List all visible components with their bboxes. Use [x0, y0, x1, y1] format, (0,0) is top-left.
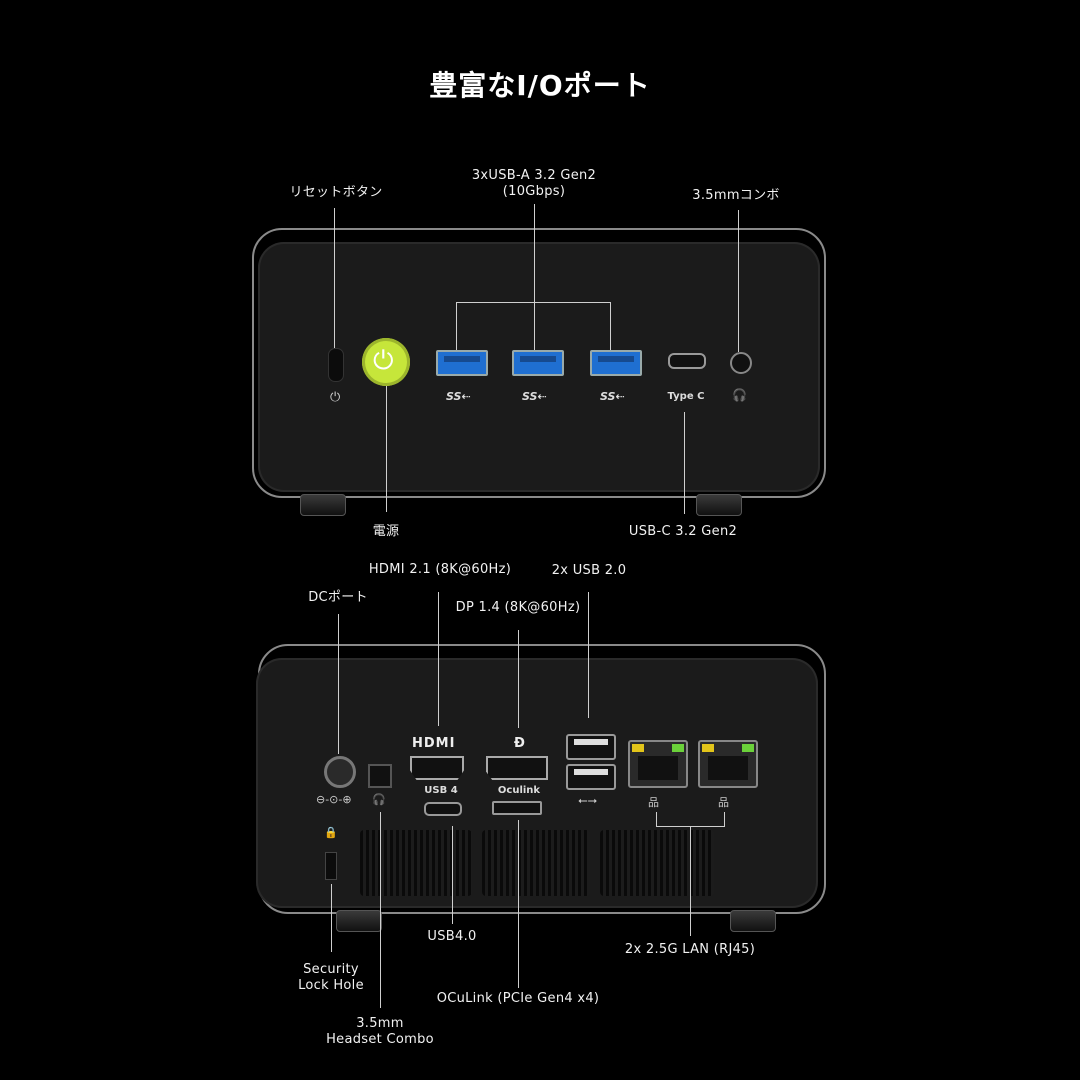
headset-label: 3.5mm Headset Combo: [320, 1016, 440, 1048]
dp-leader: [518, 630, 519, 728]
headset-icon: 🎧: [732, 388, 747, 402]
usb4-label: USB4.0: [427, 929, 477, 944]
ss-logo-3: SS⇠: [600, 390, 625, 403]
dp-label: DP 1.4 (8K@60Hz): [455, 600, 581, 615]
hdmi-port: [410, 756, 464, 780]
usb-a-port-2: [512, 350, 564, 376]
dc-port: [324, 756, 356, 788]
lan-bracket-left: [656, 812, 657, 826]
reset-leader: [334, 208, 335, 348]
ss-logo-2: SS⇠: [522, 390, 547, 403]
usb2-leader: [588, 592, 589, 718]
usbc-leader: [684, 412, 685, 514]
usba-label-line1: 3xUSB-A 3.2 Gen2: [471, 168, 597, 183]
vent-right: [600, 830, 714, 896]
oculink-leader: [518, 820, 519, 988]
audio-leader: [738, 210, 739, 352]
oculink-label: OCuLink (PCIe Gen4 x4): [436, 991, 600, 1006]
dc-leader: [338, 614, 339, 754]
top-foot-left: [300, 494, 346, 516]
dc-label: DCポート: [308, 590, 368, 605]
headset-label-line2: Headset Combo: [326, 1032, 434, 1047]
bottom-foot-right: [730, 910, 776, 932]
lan-leader: [690, 826, 691, 936]
headset-label-line1: 3.5mm: [356, 1016, 404, 1031]
dc-polarity-icon: ⊖-⊙-⊕: [316, 793, 352, 806]
headset-leader: [380, 812, 381, 1008]
dp-port: [486, 756, 548, 780]
reset-label: リセットボタン: [289, 185, 383, 200]
oculink-port: [492, 801, 542, 815]
security-leader: [331, 884, 332, 952]
vent-middle: [482, 830, 590, 896]
audio-label: 3.5mmコンボ: [692, 188, 780, 203]
usb-trident-icon: ⭠⭢: [578, 793, 598, 807]
usb4-mark: USB 4: [424, 785, 458, 796]
usbc-label: USB-C 3.2 Gen2: [628, 524, 738, 539]
lan-port-1: [628, 740, 688, 788]
usba-bracket-top: [456, 302, 611, 303]
usba-leader: [534, 204, 535, 350]
reset-button[interactable]: [328, 348, 344, 382]
lock-icon: 🔒: [324, 826, 338, 839]
usb2-port-1: [566, 734, 616, 760]
power-label: 電源: [372, 524, 400, 539]
network-icon-1: 品: [648, 796, 659, 809]
page-title: 豊富なI/Oポート: [429, 69, 651, 102]
lan-port-2: [698, 740, 758, 788]
lan-bracket-right: [724, 812, 725, 826]
usba-label: 3xUSB-A 3.2 Gen2 (10Gbps): [454, 168, 614, 200]
usb2-label: 2x USB 2.0: [551, 563, 627, 578]
usb4-leader: [452, 826, 453, 924]
hdmi-label: HDMI 2.1 (8K@60Hz): [368, 562, 512, 577]
network-icon-2: 品: [718, 796, 729, 809]
usb2-port-2: [566, 764, 616, 790]
usb-a-port-3: [590, 350, 642, 376]
reset-power-icon: ⏻: [330, 390, 341, 405]
power-leader: [386, 386, 387, 512]
top-foot-right: [696, 494, 742, 516]
type-c-mark: Type C: [667, 391, 705, 402]
security-label: Security Lock Hole: [286, 962, 376, 994]
bottom-foot-left: [336, 910, 382, 932]
ss-logo-1: SS⇠: [446, 390, 471, 403]
power-button[interactable]: ⏻: [362, 338, 410, 386]
top-device-rim: [252, 228, 826, 498]
security-label-line1: Security: [303, 962, 359, 977]
oculink-mark: Oculink: [497, 785, 541, 796]
security-label-line2: Lock Hole: [298, 978, 364, 993]
hdmi-leader: [438, 592, 439, 726]
vent-left: [360, 830, 472, 896]
power-icon: ⏻: [373, 346, 394, 376]
usb4-port: [424, 802, 462, 816]
usb-c-port: [668, 353, 706, 369]
security-lock-hole: [325, 852, 337, 880]
hdmi-logo: HDMI: [412, 736, 456, 751]
lan-label: 2x 2.5G LAN (RJ45): [624, 942, 756, 957]
usb-a-port-1: [436, 350, 488, 376]
audio-jack: [730, 352, 752, 374]
usba-label-line2: (10Gbps): [502, 184, 566, 199]
dp-logo-icon: Ð: [514, 736, 525, 751]
headset-jack: [368, 764, 392, 788]
usba-bracket-right: [610, 302, 611, 350]
headset-jack-icon: 🎧: [372, 793, 386, 806]
usba-bracket-left: [456, 302, 457, 350]
